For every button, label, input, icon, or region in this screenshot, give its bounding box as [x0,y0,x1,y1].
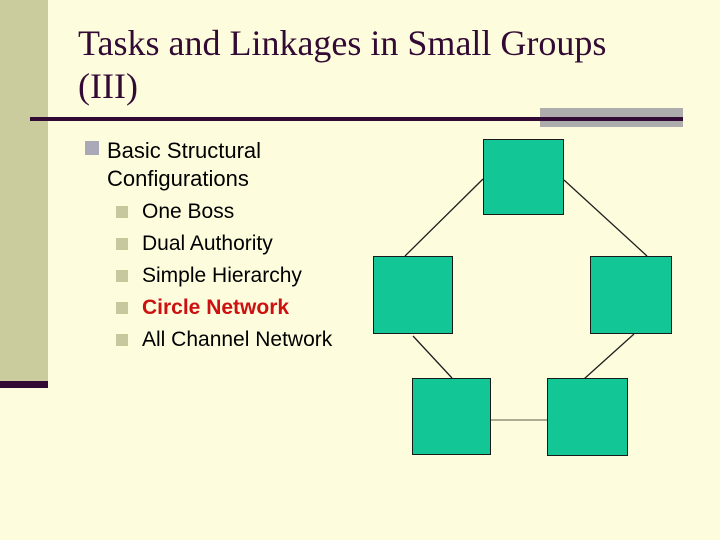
connector-line [583,333,635,380]
bullet-label: Simple Hierarchy [142,264,302,287]
slide-title-line1: Tasks and Linkages in Small Groups [78,23,607,63]
bullet-level1-label: Basic Structural Configurations [107,138,262,191]
slide-title-line2: (III) [78,66,138,106]
square-bullet-icon [116,270,128,282]
node-right [590,256,672,334]
bullet-item-all-channel-network: All Channel Network [116,329,385,351]
bullet-sublist: One Boss Dual Authority Simple Hierarchy… [116,201,385,351]
bullet-list: Basic Structural Configurations One Boss… [85,137,385,361]
node-bottom-right [547,378,628,456]
bullet-item-level1: Basic Structural Configurations [85,137,385,193]
square-bullet-icon [116,238,128,250]
bullet-item-circle-network: Circle Network [116,297,385,319]
bullet-label: Dual Authority [142,232,273,255]
connector-line [412,335,453,379]
square-bullet-icon [116,334,128,346]
bullet-item-dual-authority: Dual Authority [116,233,385,255]
node-top [483,139,564,215]
square-bullet-icon [116,206,128,218]
left-accent-bar [0,0,48,381]
bullet-label: One Boss [142,200,235,223]
bullet-item-simple-hierarchy: Simple Hierarchy [116,265,385,287]
square-bullet-icon [85,141,99,155]
connector-line [404,178,484,257]
bullet-label-highlighted: Circle Network [142,296,290,319]
title-rule [30,117,683,121]
bullet-label: All Channel Network [142,328,333,351]
square-bullet-icon [116,302,128,314]
bullet-item-one-boss: One Boss [116,201,385,223]
connector-line [563,179,648,257]
left-accent-underline [0,381,48,388]
node-left [373,256,453,334]
node-bottom-left [412,378,491,455]
slide-title: Tasks and Linkages in Small Groups(III) [78,22,698,108]
